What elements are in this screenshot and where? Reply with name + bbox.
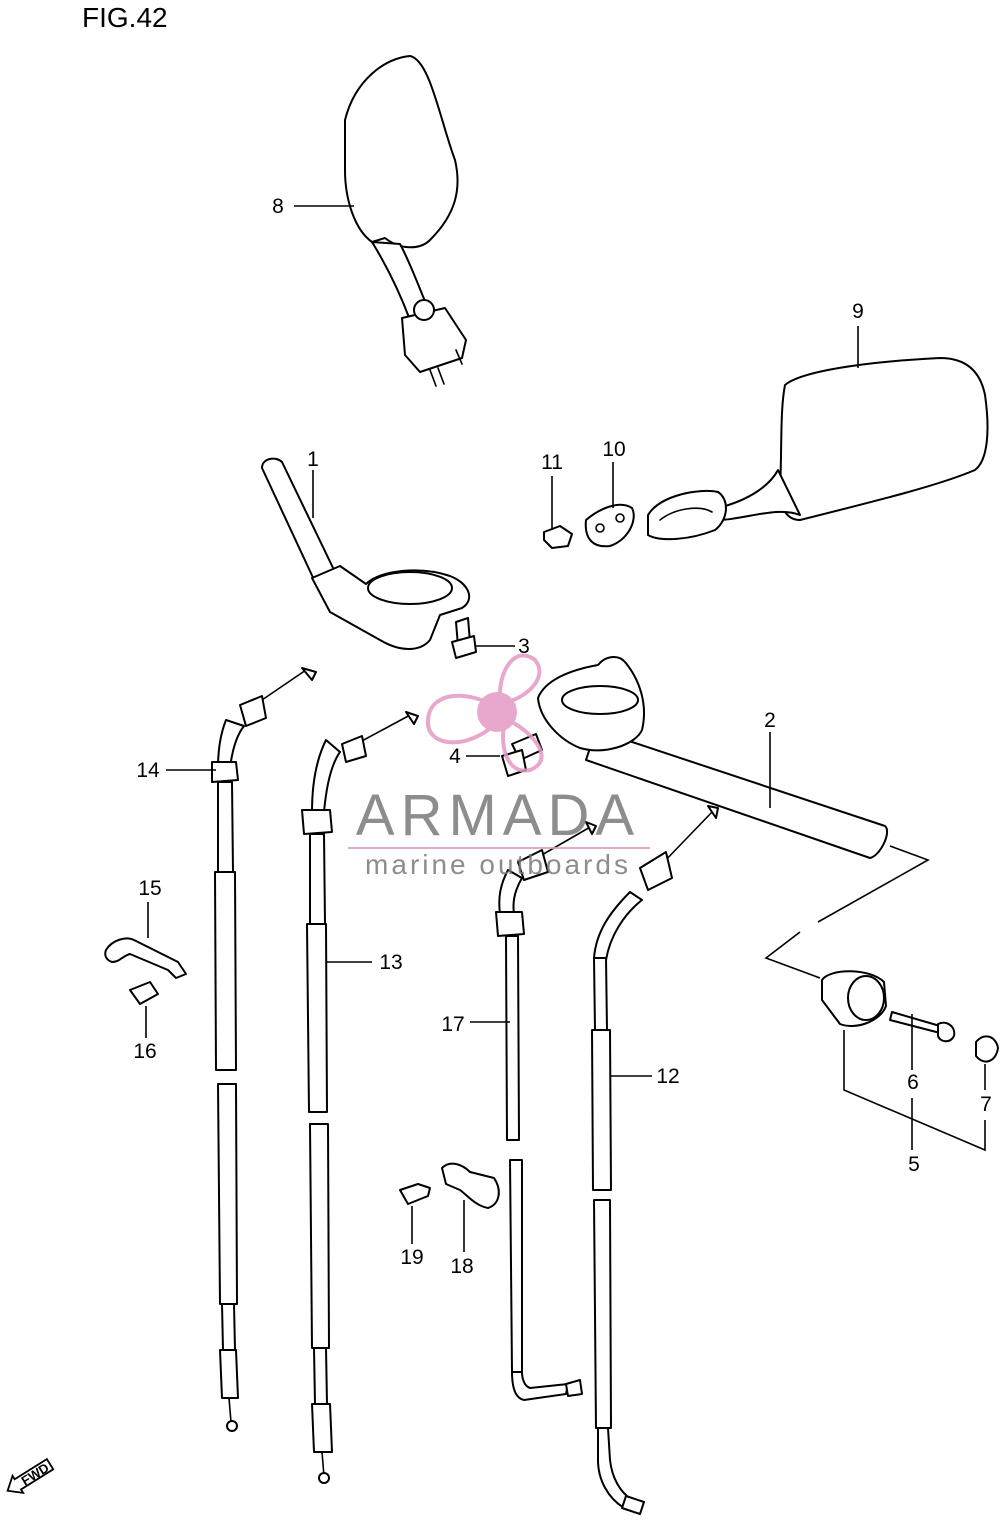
callout-11: 11 [541,451,563,474]
callout-16: 16 [133,1040,156,1063]
callout-18: 18 [450,1255,473,1278]
callout-numbers: 8 9 1 11 10 3 2 4 14 15 13 17 16 12 6 7 … [133,195,992,1278]
leader-lines [145,205,986,1252]
part-18-clamp [441,1162,500,1209]
armada-watermark: ARMADA marine outboards [348,653,650,880]
part-16-bolt [129,981,159,1005]
callout-15: 15 [138,877,161,900]
part-8-left-mirror [344,55,467,387]
callout-6: 6 [907,1071,919,1094]
part-1-left-handlebar [261,457,471,650]
callout-2: 2 [764,709,776,732]
part-14-throttle-cable [211,667,317,1432]
part-7-nut [975,1035,999,1063]
callout-1: 1 [307,448,319,471]
figure-title: FIG.42 [82,2,168,33]
part-3-bolt [451,617,477,659]
callout-8: 8 [272,195,284,218]
callout-9: 9 [852,300,864,323]
part-17-cable [495,821,597,1401]
watermark-tagline: marine outboards [365,849,631,880]
callout-17: 17 [441,1013,464,1036]
fwd-arrow-icon [6,1457,55,1494]
part-15-cable-guide [104,937,187,979]
part-12-cable [591,805,719,1515]
propeller-logo-icon [425,653,544,773]
part-19-bolt [399,1183,431,1205]
part-13-throttle-cable [301,711,419,1484]
callout-14: 14 [136,759,160,782]
part-9-right-mirror [647,357,989,541]
callout-12: 12 [656,1065,679,1088]
part-2-right-handlebar [537,656,889,859]
callout-3: 3 [518,635,530,658]
callout-19: 19 [400,1246,423,1269]
callout-7: 7 [980,1093,992,1116]
fwd-badge: FWD [6,1457,55,1494]
watermark-brand: ARMADA [356,783,640,848]
part-6-screw [889,1011,956,1043]
part-10-mirror-adapter [584,503,635,548]
callout-5: 5 [908,1153,920,1176]
callout-10: 10 [602,438,625,461]
callout-4: 4 [449,745,461,768]
part-11-adapter-bolt [543,525,573,549]
callout-13: 13 [379,951,402,974]
part-5-balancer-weight [821,970,887,1027]
